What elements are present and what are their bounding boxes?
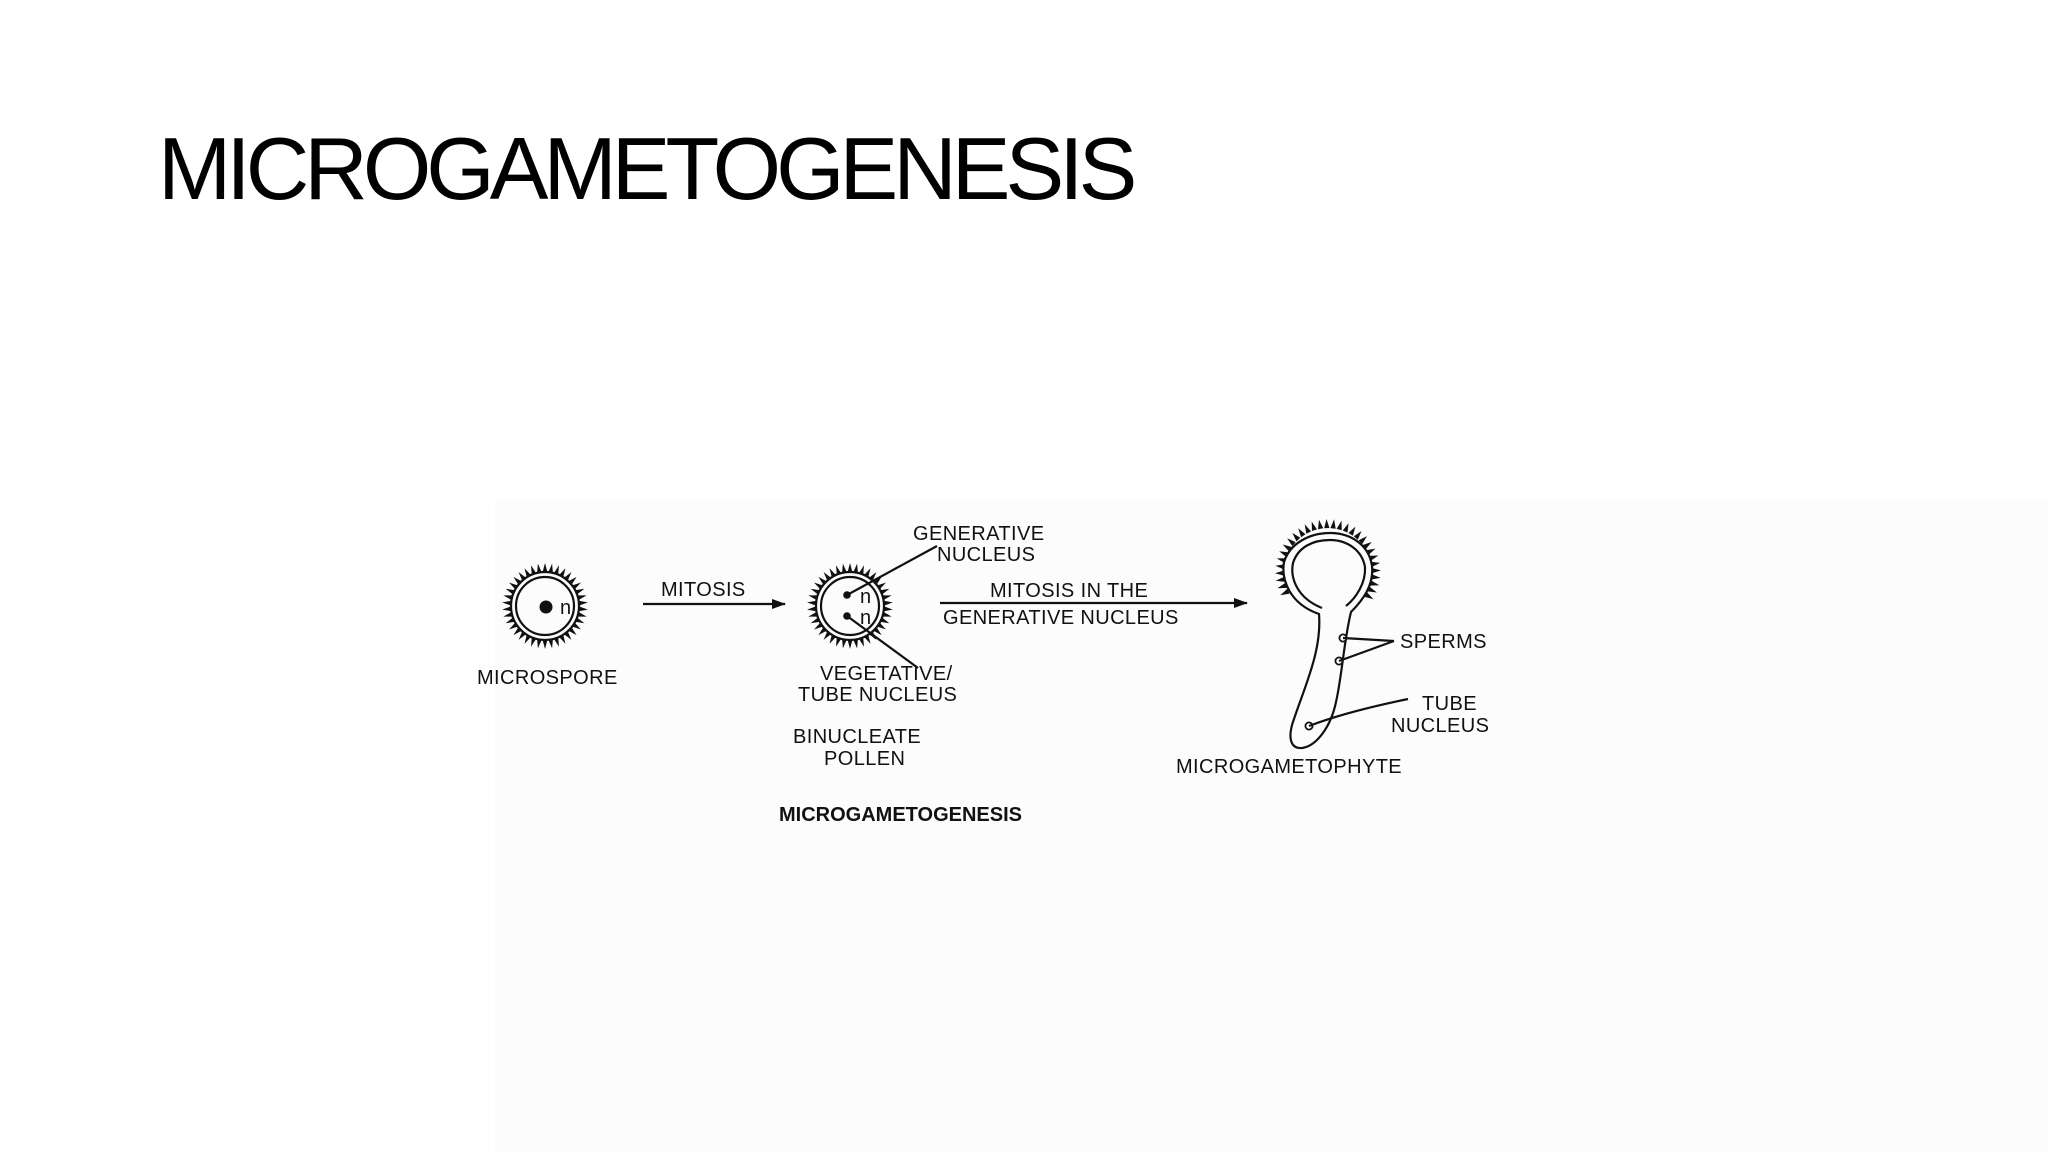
wall-spike (858, 565, 864, 575)
binucleate-label-line1: BINUCLEATE (793, 726, 921, 748)
generative-callout-line (846, 545, 938, 596)
wall-spike (537, 563, 542, 573)
wall-spike (853, 639, 858, 649)
wall-spike (883, 600, 893, 606)
wall-spike (1318, 519, 1324, 530)
microspore-nucleus (539, 600, 553, 614)
wall-spike (1358, 536, 1367, 545)
wall-spike (1277, 582, 1287, 589)
pollen-tube-outline (1282, 531, 1374, 750)
wall-spike (1367, 586, 1377, 593)
wall-spike (1348, 526, 1356, 536)
generative-nucleus-label-line2: NUCLEUS (937, 544, 1035, 566)
tube-nucleus-callout-line (1308, 697, 1409, 728)
wall-spike (847, 639, 853, 649)
vegetative-callout-line (846, 615, 919, 669)
wall-spike (553, 637, 559, 647)
diagram-caption: MICROGAMETOGENESIS (779, 804, 1022, 826)
wall-spike (807, 606, 817, 612)
pollen-tube-inner-wall (1291, 538, 1367, 610)
wall-spike (1369, 580, 1380, 586)
wall-spike (502, 600, 512, 606)
wall-spike (883, 606, 893, 612)
wall-spike (842, 563, 847, 573)
tube-nucleus-label-line1: TUBE (1422, 693, 1477, 715)
sperm-callout-line-1 (1342, 636, 1395, 643)
wall-spike (882, 595, 892, 600)
wall-spike (577, 612, 587, 617)
wall-spike (836, 637, 842, 647)
wall-spike (1298, 528, 1306, 538)
tube-nucleus-label-line2: NUCLEUS (1391, 715, 1489, 737)
sperm-callout-line-2 (1338, 639, 1395, 663)
wall-spike (1330, 519, 1336, 529)
vegetative-label-line1: VEGETATIVE/ (820, 663, 953, 685)
wall-spike (1304, 524, 1312, 534)
microspore-inner-wall (514, 575, 576, 637)
generative-mitosis-label-line2: GENERATIVE NUCLEUS (943, 607, 1179, 629)
wall-spike (553, 565, 559, 575)
wall-spike (1292, 532, 1301, 542)
wall-spike (548, 563, 553, 573)
pollen-inner-wall (819, 575, 881, 637)
generative-nucleus-label-line1: GENERATIVE (913, 523, 1044, 545)
wall-spike (1336, 520, 1342, 531)
wall-spike (531, 565, 537, 575)
sperms-label: SPERMS (1400, 631, 1487, 653)
wall-spike (858, 637, 864, 647)
wall-spike (1364, 592, 1374, 600)
wall-spike (1371, 574, 1381, 580)
vegetative-label-line2: TUBE NUCLEUS (798, 684, 957, 706)
wall-spike (1371, 568, 1381, 574)
microgametophyte-cell (1275, 519, 1381, 750)
mitosis-label: MITOSIS (661, 579, 746, 601)
scan-background (495, 500, 2048, 1152)
microspore-label: MICROSPORE (477, 667, 618, 689)
wall-spike (502, 606, 512, 612)
wall-spike (853, 563, 858, 573)
wall-spike (578, 600, 588, 606)
generative-mitosis-label-line1: MITOSIS IN THE (990, 580, 1148, 602)
wall-spike (1324, 519, 1330, 529)
microspore-wall (509, 570, 581, 642)
wall-spike (1342, 523, 1349, 533)
generative-nucleus-n: n (860, 586, 871, 608)
wall-spike (1280, 588, 1290, 596)
wall-spike (1275, 576, 1286, 582)
wall-spike (1353, 531, 1362, 540)
wall-spike (537, 639, 542, 649)
binucleate-pollen-cell: n n (807, 563, 893, 649)
wall-spike (836, 565, 842, 575)
microspore-nucleus-label: n (560, 597, 571, 619)
wall-spike (847, 563, 853, 573)
wall-spike (577, 595, 587, 600)
wall-spike (807, 600, 817, 606)
microspore-cell: n (502, 563, 588, 649)
wall-spike (1275, 570, 1285, 576)
slide-title: MICROGAMETOGENESIS (158, 119, 1137, 218)
wall-spike (1287, 538, 1296, 547)
wall-spike (1311, 521, 1317, 531)
wall-spike (542, 563, 548, 573)
binucleate-label-line2: POLLEN (824, 748, 905, 770)
pollen-wall (814, 570, 886, 642)
wall-spike (842, 639, 847, 649)
wall-spike (542, 639, 548, 649)
wall-spike (531, 637, 537, 647)
wall-spike (503, 612, 513, 617)
wall-spike (1370, 561, 1381, 567)
microgametophyte-label: MICROGAMETOPHYTE (1176, 756, 1402, 778)
wall-spike (808, 612, 818, 617)
vegetative-nucleus-n: n (860, 607, 871, 629)
microgametophyte-spiny-wall (1275, 519, 1381, 600)
wall-spike (548, 639, 553, 649)
wall-spike (503, 595, 513, 600)
wall-spike (578, 606, 588, 612)
wall-spike (882, 612, 892, 617)
wall-spike (808, 595, 818, 600)
